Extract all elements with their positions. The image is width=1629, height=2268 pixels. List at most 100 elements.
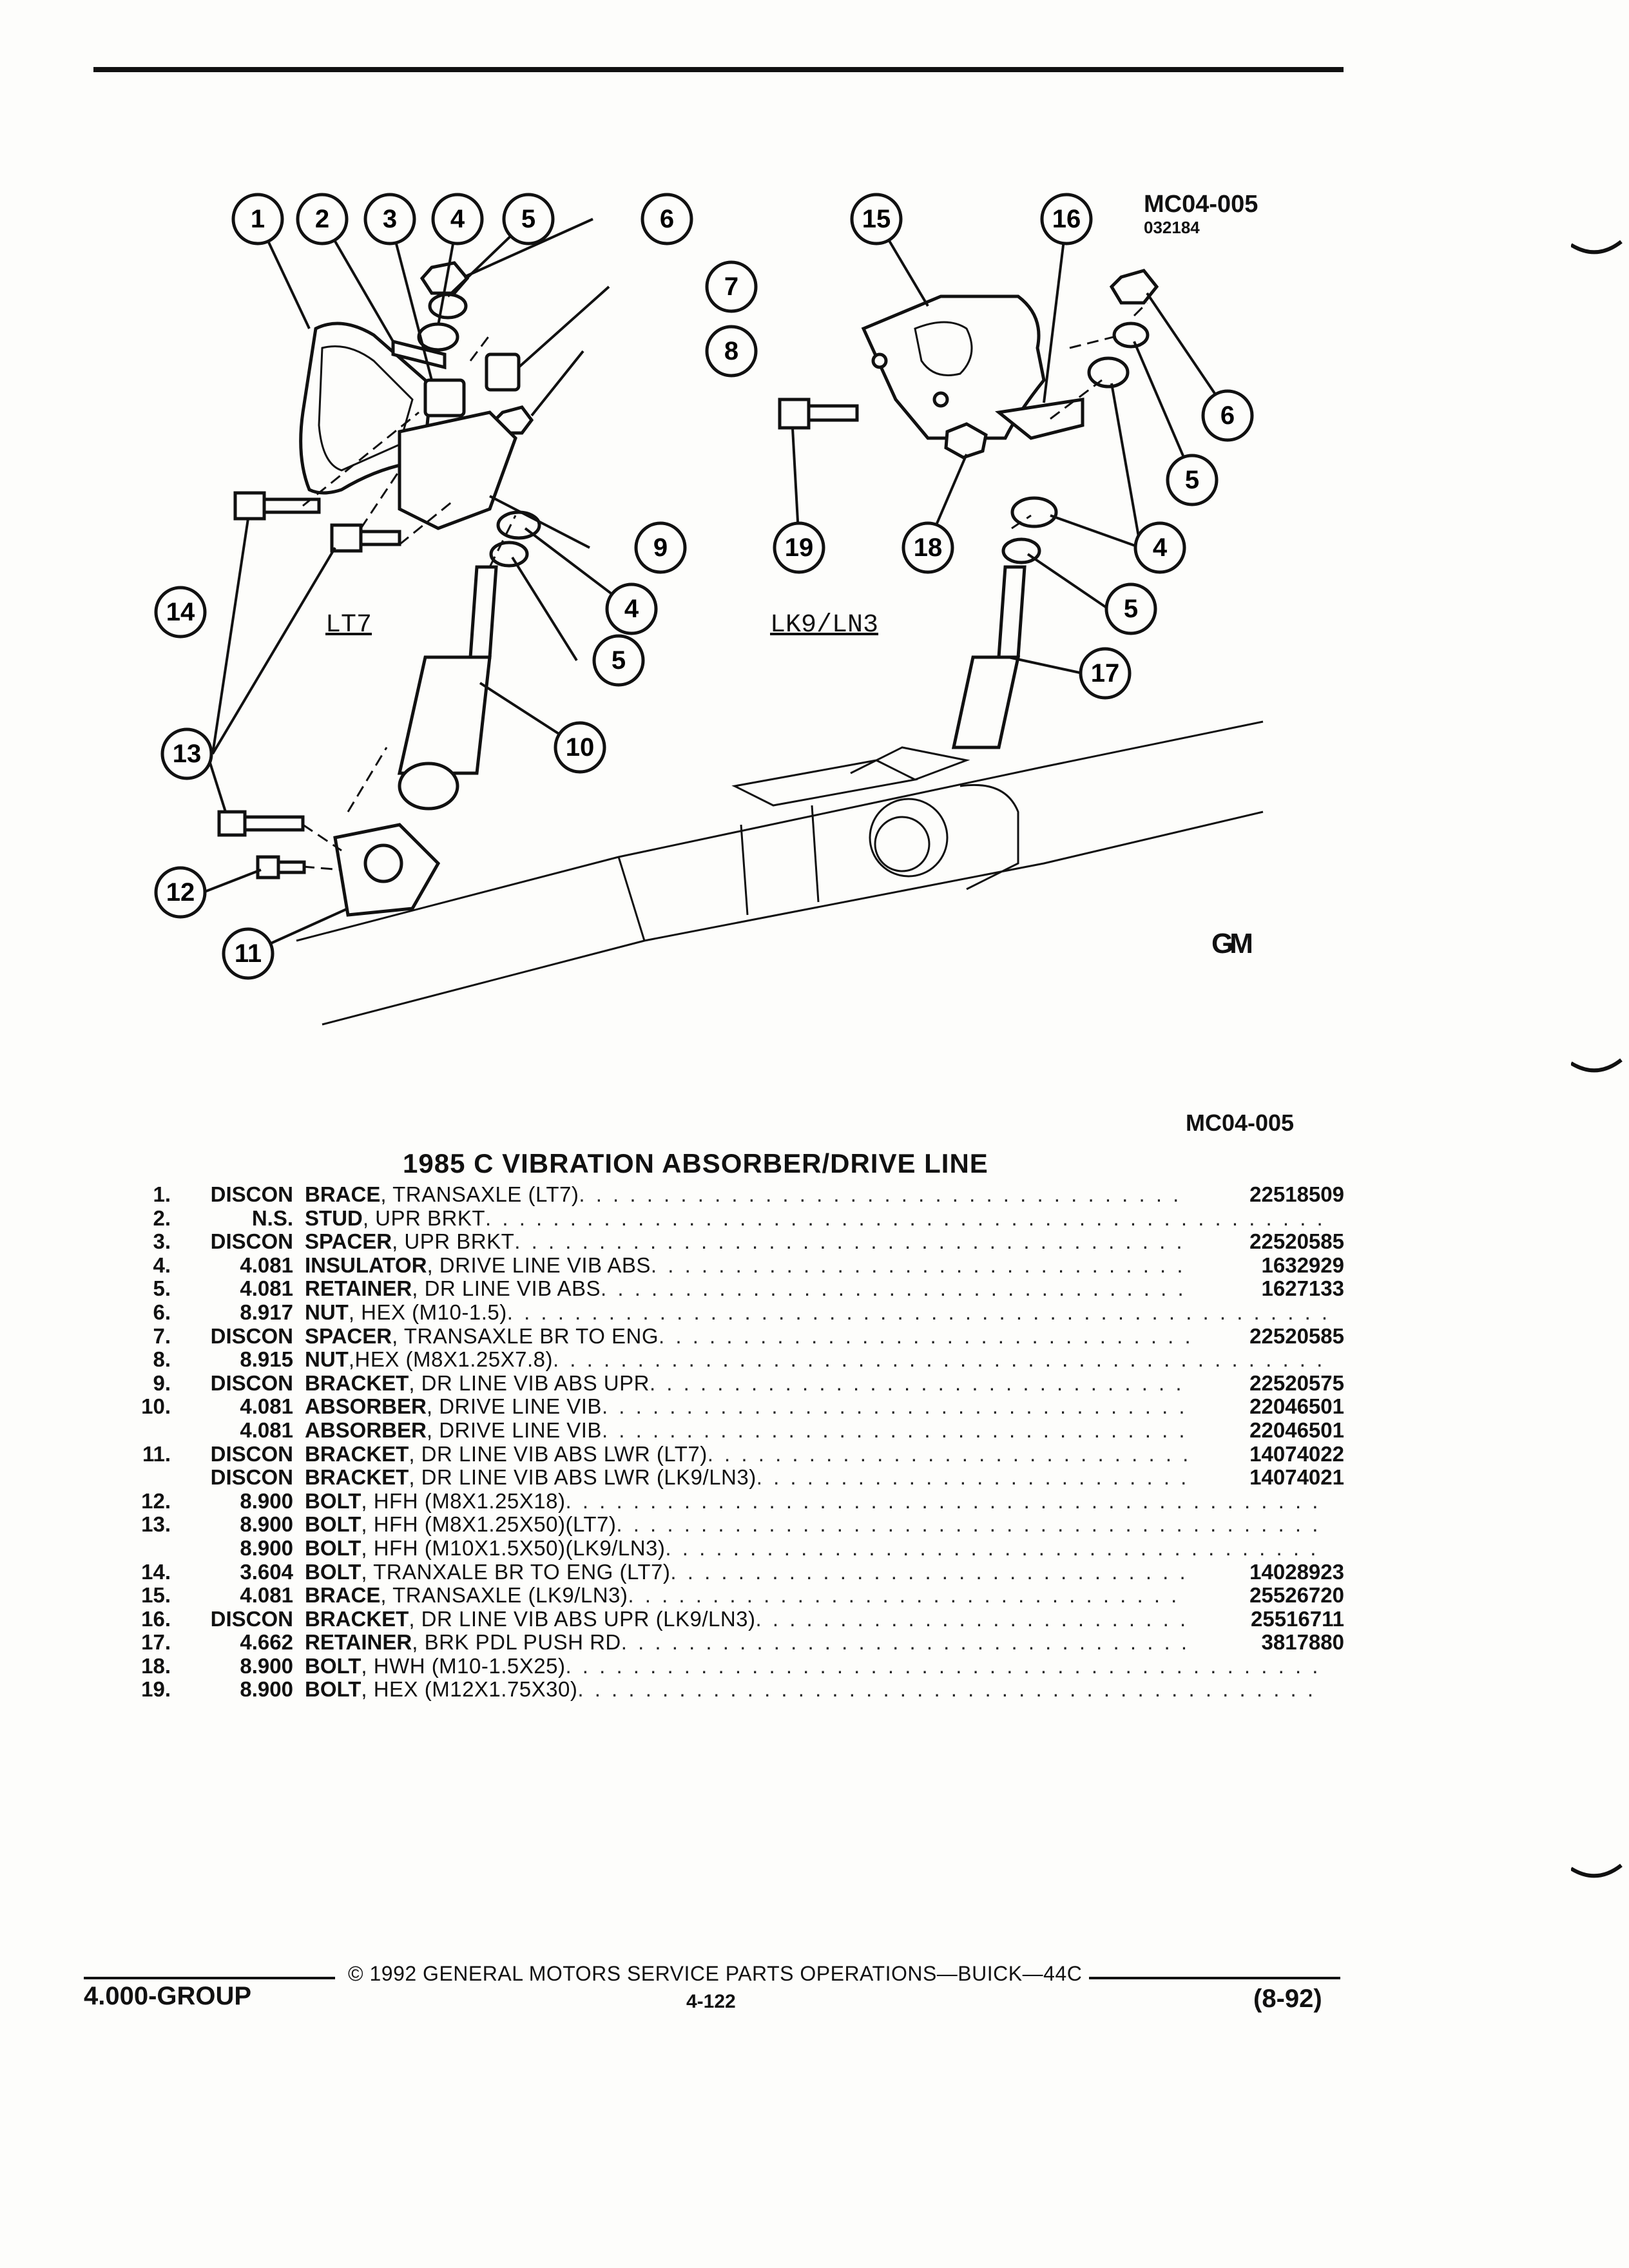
callout-4b: 4 (605, 582, 658, 635)
group-code: DISCON (210, 1229, 293, 1254)
lk9-assembly (778, 269, 1159, 749)
part-term: BOLT (305, 1513, 361, 1537)
part-term: RETAINER (305, 1277, 412, 1301)
part-number: 22518509 (1197, 1183, 1344, 1206)
svg-text:5: 5 (1124, 595, 1138, 623)
group-code: 4.081 (240, 1253, 293, 1277)
binder-ring-mark-3 (1571, 1863, 1623, 1878)
callout-6b: 6 (1201, 389, 1254, 442)
callout-5c: 5 (1166, 454, 1219, 506)
item-number: 1. (153, 1182, 171, 1206)
parts-list: 1. DISCON BRACE, TRANSAXLE (LT7). . . . . … (129, 1182, 1344, 1702)
frame-rail (296, 720, 1264, 1026)
svg-text:6: 6 (1220, 401, 1235, 430)
svg-text:4: 4 (450, 205, 465, 233)
callout-8: 8 (705, 325, 758, 378)
callout-5a: 5 (502, 193, 555, 245)
part-number: 1632929 (1197, 1253, 1344, 1277)
retainer-lower (489, 541, 529, 568)
part-detail: , DR LINE VIB ABS UPR (LK9/LN3) (409, 1607, 756, 1631)
group-code: DISCON (210, 1465, 293, 1490)
transaxle-brace-lt7 (299, 322, 430, 495)
footer-copyright: © 1992 GENERAL MOTORS SERVICE PARTS OPER… (348, 1962, 1083, 1985)
transaxle-brace-lk9 (861, 294, 1046, 440)
nut-hex-lk9 (1109, 269, 1159, 305)
part-description: BRACE, TRANSAXLE (LT7). . . . . . . . . … (305, 1183, 1326, 1206)
part-description: ABSORBER, DRIVE LINE VIB. . . . . . . . … (305, 1395, 1326, 1418)
variant-label-lt7: LT7 (325, 611, 372, 640)
part-term: SPACER (305, 1324, 392, 1348)
part-description: BRACKET, DR LINE VIB ABS UPR. . . . . . … (305, 1372, 1326, 1395)
leader-dots: . . . . . . . . . . . . . . . . . . . . … (485, 1206, 1326, 1230)
part-term: BRACE (305, 1584, 381, 1608)
svg-text:6: 6 (660, 205, 674, 233)
part-detail: , BRK PDL PUSH RD (412, 1631, 621, 1655)
bracket-upr (398, 410, 517, 530)
table-row: DISCON BRACKET, DR LINE VIB ABS LWR (LK9/… (129, 1465, 1344, 1490)
footer-group: 4.000-GROUP (84, 1982, 252, 2010)
bolt-12 (256, 855, 280, 879)
item-number: 19. (141, 1677, 171, 1702)
part-description: BOLT, HEX (M12X1.75X30). . . . . . . . .… (305, 1678, 1326, 1701)
part-description: BRACKET, DR LINE VIB ABS LWR (LK9/LN3). … (305, 1466, 1326, 1489)
leader-dots: . . . . . . . . . . . . . . . . . . . . … (552, 1348, 1326, 1372)
part-term: BOLT (305, 1654, 361, 1678)
group-code: DISCON (210, 1606, 293, 1631)
callout-18: 18 (901, 521, 954, 574)
part-description: BRACE, TRANSAXLE (LK9/LN3). . . . . . . … (305, 1584, 1326, 1607)
part-term: BRACKET (305, 1607, 409, 1631)
figure-subcode: 032184 (1144, 218, 1200, 237)
svg-text:1: 1 (251, 205, 265, 233)
part-term: BOLT (305, 1678, 361, 1702)
group-code: DISCON (210, 1441, 293, 1466)
bolt-hex-19 (778, 398, 811, 430)
part-detail: , DR LINE VIB ABS LWR (LK9/LN3) (409, 1466, 757, 1490)
svg-text:17: 17 (1091, 659, 1120, 687)
bolt-head-14a (233, 491, 266, 521)
part-description: RETAINER, DR LINE VIB ABS. . . . . . . .… (305, 1277, 1326, 1300)
group-code: 8.900 (240, 1488, 293, 1513)
group-code: DISCON (210, 1182, 293, 1206)
svg-text:19: 19 (785, 533, 814, 562)
svg-text:5: 5 (1185, 466, 1199, 494)
group-code: 4.081 (240, 1418, 293, 1442)
leader-dots: . . . . . . . . . . . . . . . . . . . . … (577, 1678, 1326, 1702)
callouts: 1 2 3 4 5 6 7 8 9 4 5 10 14 13 12 11 15 … (154, 193, 1254, 980)
part-term: BRACKET (305, 1442, 409, 1466)
part-number: 22046501 (1197, 1395, 1344, 1419)
variant-label-lk9: LK9/LN3 (770, 611, 879, 640)
part-term: SPACER (305, 1230, 392, 1254)
group-code: 8.900 (240, 1512, 293, 1537)
callout-17: 17 (1079, 647, 1132, 700)
diagram-svg: 1 2 3 4 5 6 7 8 9 4 5 10 14 13 12 11 15 … (154, 193, 1264, 1026)
part-detail: , DR LINE VIB ABS LWR (LT7) (409, 1442, 708, 1466)
figure-code-bottom: MC04-005 (1186, 1110, 1295, 1136)
spacer (423, 378, 466, 418)
part-term: ABSORBER (305, 1395, 427, 1419)
item-number: 7. (153, 1323, 171, 1348)
part-number: 14074022 (1197, 1442, 1344, 1466)
stud (391, 339, 447, 370)
part-description: BOLT, HFH (M8X1.25X18). . . . . . . . . … (305, 1490, 1326, 1513)
group-code: 4.081 (240, 1276, 293, 1301)
binder-ring-mark-1 (1571, 240, 1623, 255)
part-detail: , DRIVE LINE VIB (426, 1395, 602, 1419)
leader-dots: . . . . . . . . . . . . . . . . . . . . … (565, 1489, 1326, 1513)
bolt-head-14b (330, 523, 363, 553)
part-term: STUD (305, 1206, 363, 1230)
top-rule (93, 67, 1344, 72)
svg-text:18: 18 (914, 533, 943, 562)
item-number: 3. (153, 1229, 171, 1254)
part-term: ABSORBER (305, 1418, 427, 1442)
group-code: DISCON (210, 1323, 293, 1348)
